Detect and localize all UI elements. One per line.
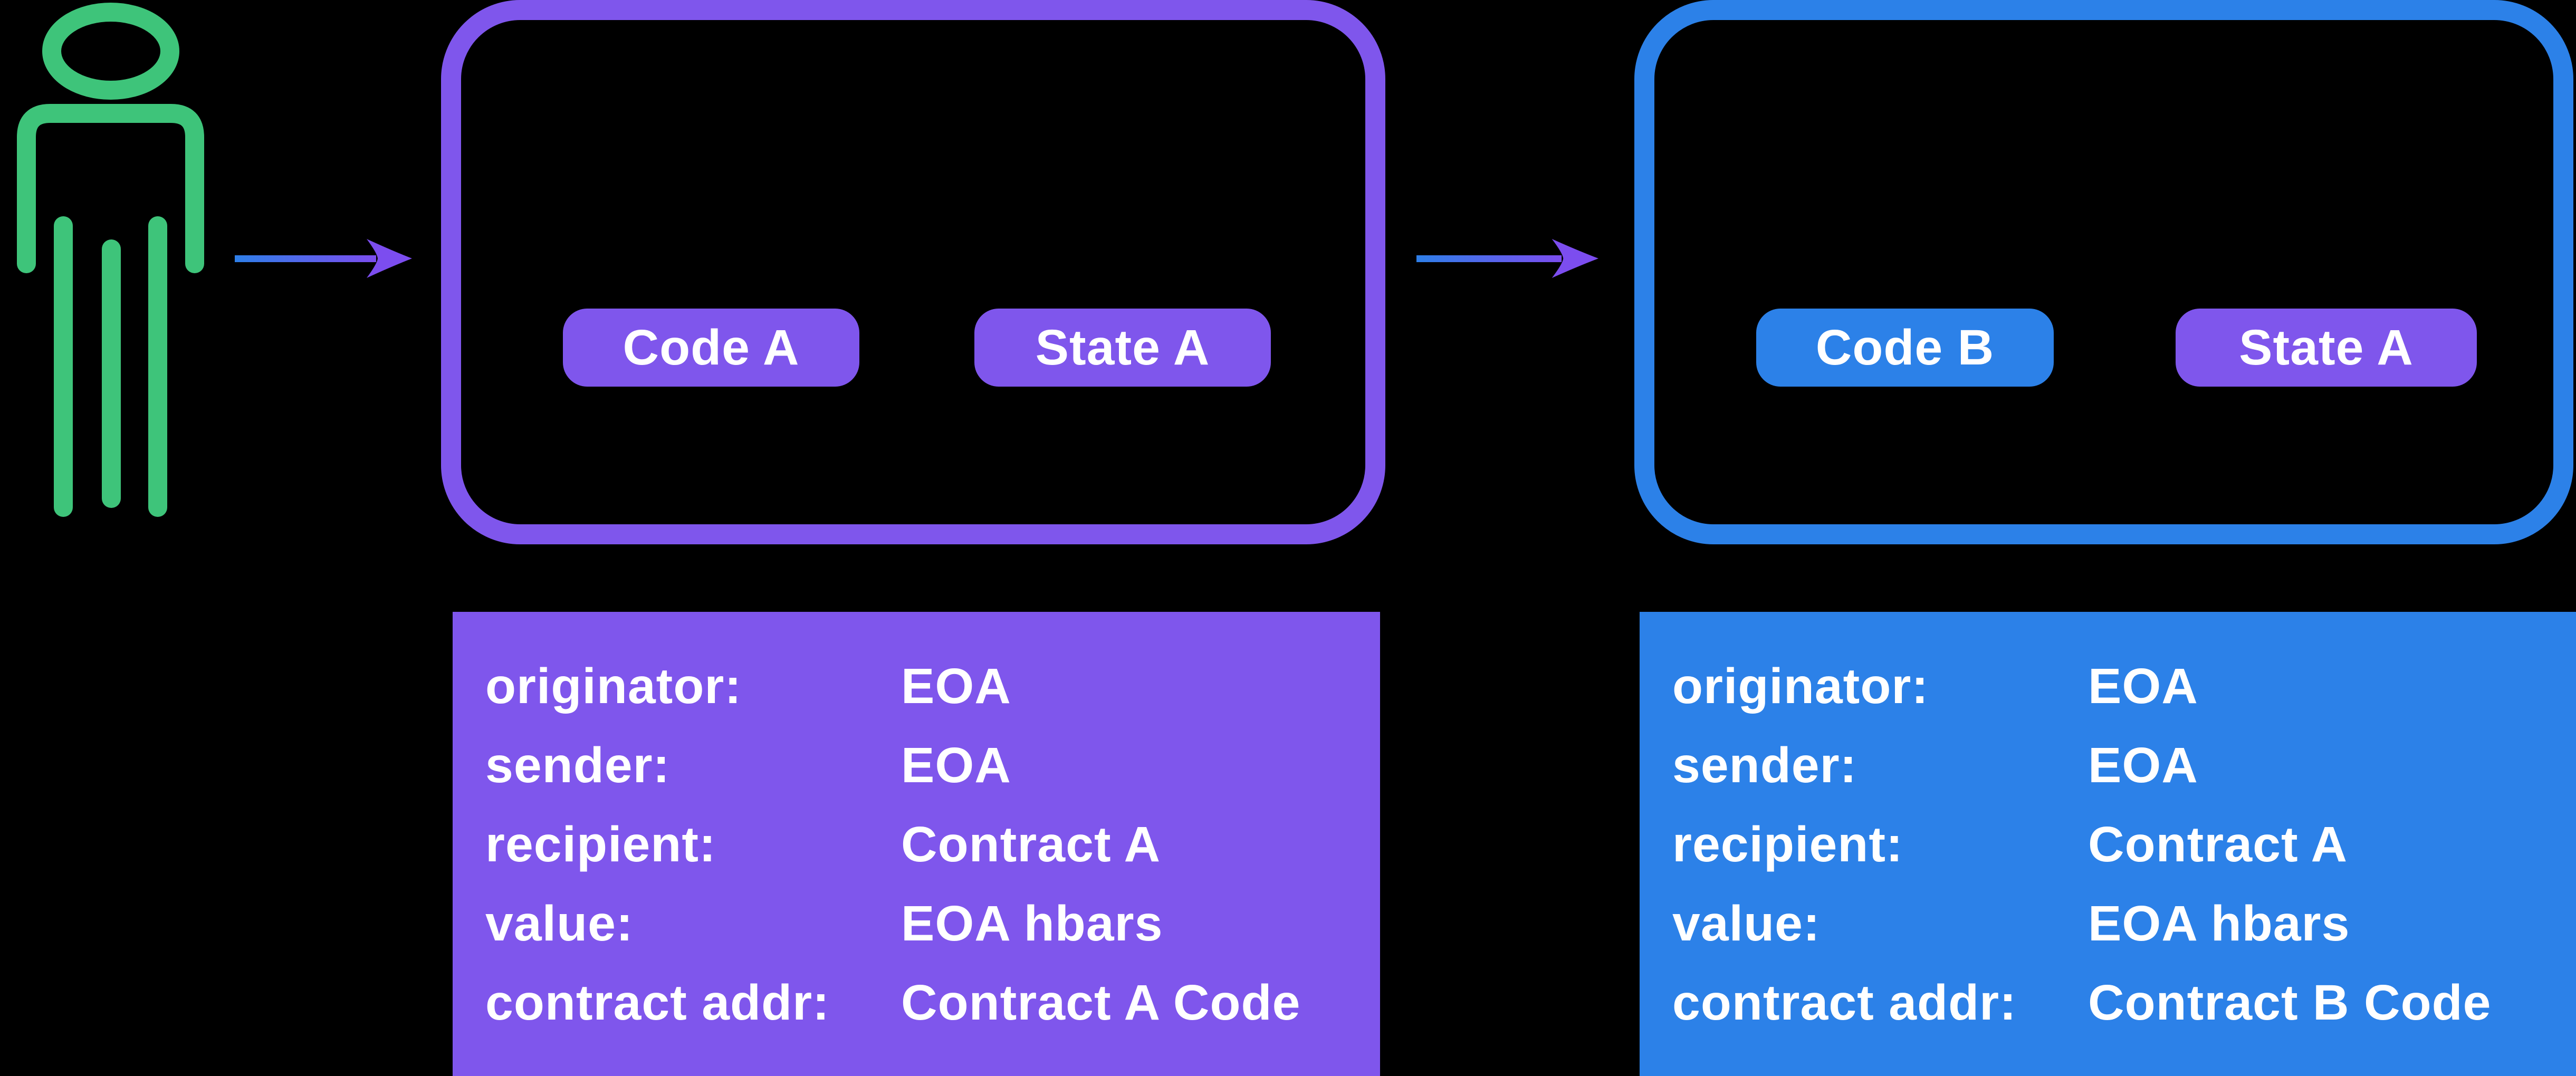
contract-b-box [1634, 0, 2573, 544]
tx-row: originator: EOA [485, 647, 1380, 726]
state-a-pill: State A [974, 309, 1271, 387]
tx-field-label: recipient: [1672, 816, 1903, 872]
tx-row: contract addr: Contract A Code [485, 963, 1380, 1042]
state-a-pill: State A [2176, 309, 2477, 387]
tx-field-value: EOA [2088, 658, 2198, 714]
tx-field-label: sender: [485, 737, 671, 793]
tx-field-label: value: [485, 896, 634, 952]
tx-row: recipient: Contract A [1672, 805, 2576, 884]
tx-field-label: contract addr: [485, 975, 830, 1031]
tx-field-value: EOA hbars [901, 896, 1163, 952]
right-arrow-icon [1416, 239, 1598, 278]
tx-field-label: contract addr: [1672, 975, 2017, 1031]
state-a-pill-label: State A [1035, 319, 1210, 376]
tx-field-value: EOA [901, 658, 1011, 714]
tx-field-label: value: [1672, 896, 1821, 952]
tx-row: contract addr: Contract B Code [1672, 963, 2576, 1042]
tx-row: value: EOA hbars [485, 884, 1380, 963]
contract-a-box [441, 0, 1385, 544]
tx-row: value: EOA hbars [1672, 884, 2576, 963]
tx-field-value: Contract A [901, 816, 1161, 872]
person-icon [17, 3, 204, 517]
tx-row: sender: EOA [1672, 726, 2576, 805]
code-b-pill-label: Code B [1815, 319, 1995, 376]
tx-field-value: Contract A [2088, 816, 2348, 872]
code-a-pill: Code A [563, 309, 859, 387]
tx-field-value: Contract A Code [901, 975, 1301, 1031]
tx-field-value: EOA [901, 737, 1011, 793]
tx-row: recipient: Contract A [485, 805, 1380, 884]
tx-details-panel-a: originator: EOA sender: EOA recipient: C… [453, 612, 1380, 1076]
right-arrow-icon [235, 239, 412, 278]
code-a-pill-label: Code A [623, 319, 800, 376]
tx-row: sender: EOA [485, 726, 1380, 805]
tx-field-value: EOA [2088, 737, 2198, 793]
code-b-pill: Code B [1756, 309, 2054, 387]
tx-field-label: sender: [1672, 737, 1857, 793]
tx-row: originator: EOA [1672, 647, 2576, 726]
state-a-pill-label: State A [2239, 319, 2414, 376]
tx-field-label: recipient: [485, 816, 716, 872]
tx-field-value: EOA hbars [2088, 896, 2350, 952]
tx-field-value: Contract B Code [2088, 975, 2492, 1031]
tx-field-label: originator: [485, 658, 742, 714]
tx-details-panel-b: originator: EOA sender: EOA recipient: C… [1640, 612, 2576, 1076]
tx-field-label: originator: [1672, 658, 1929, 714]
